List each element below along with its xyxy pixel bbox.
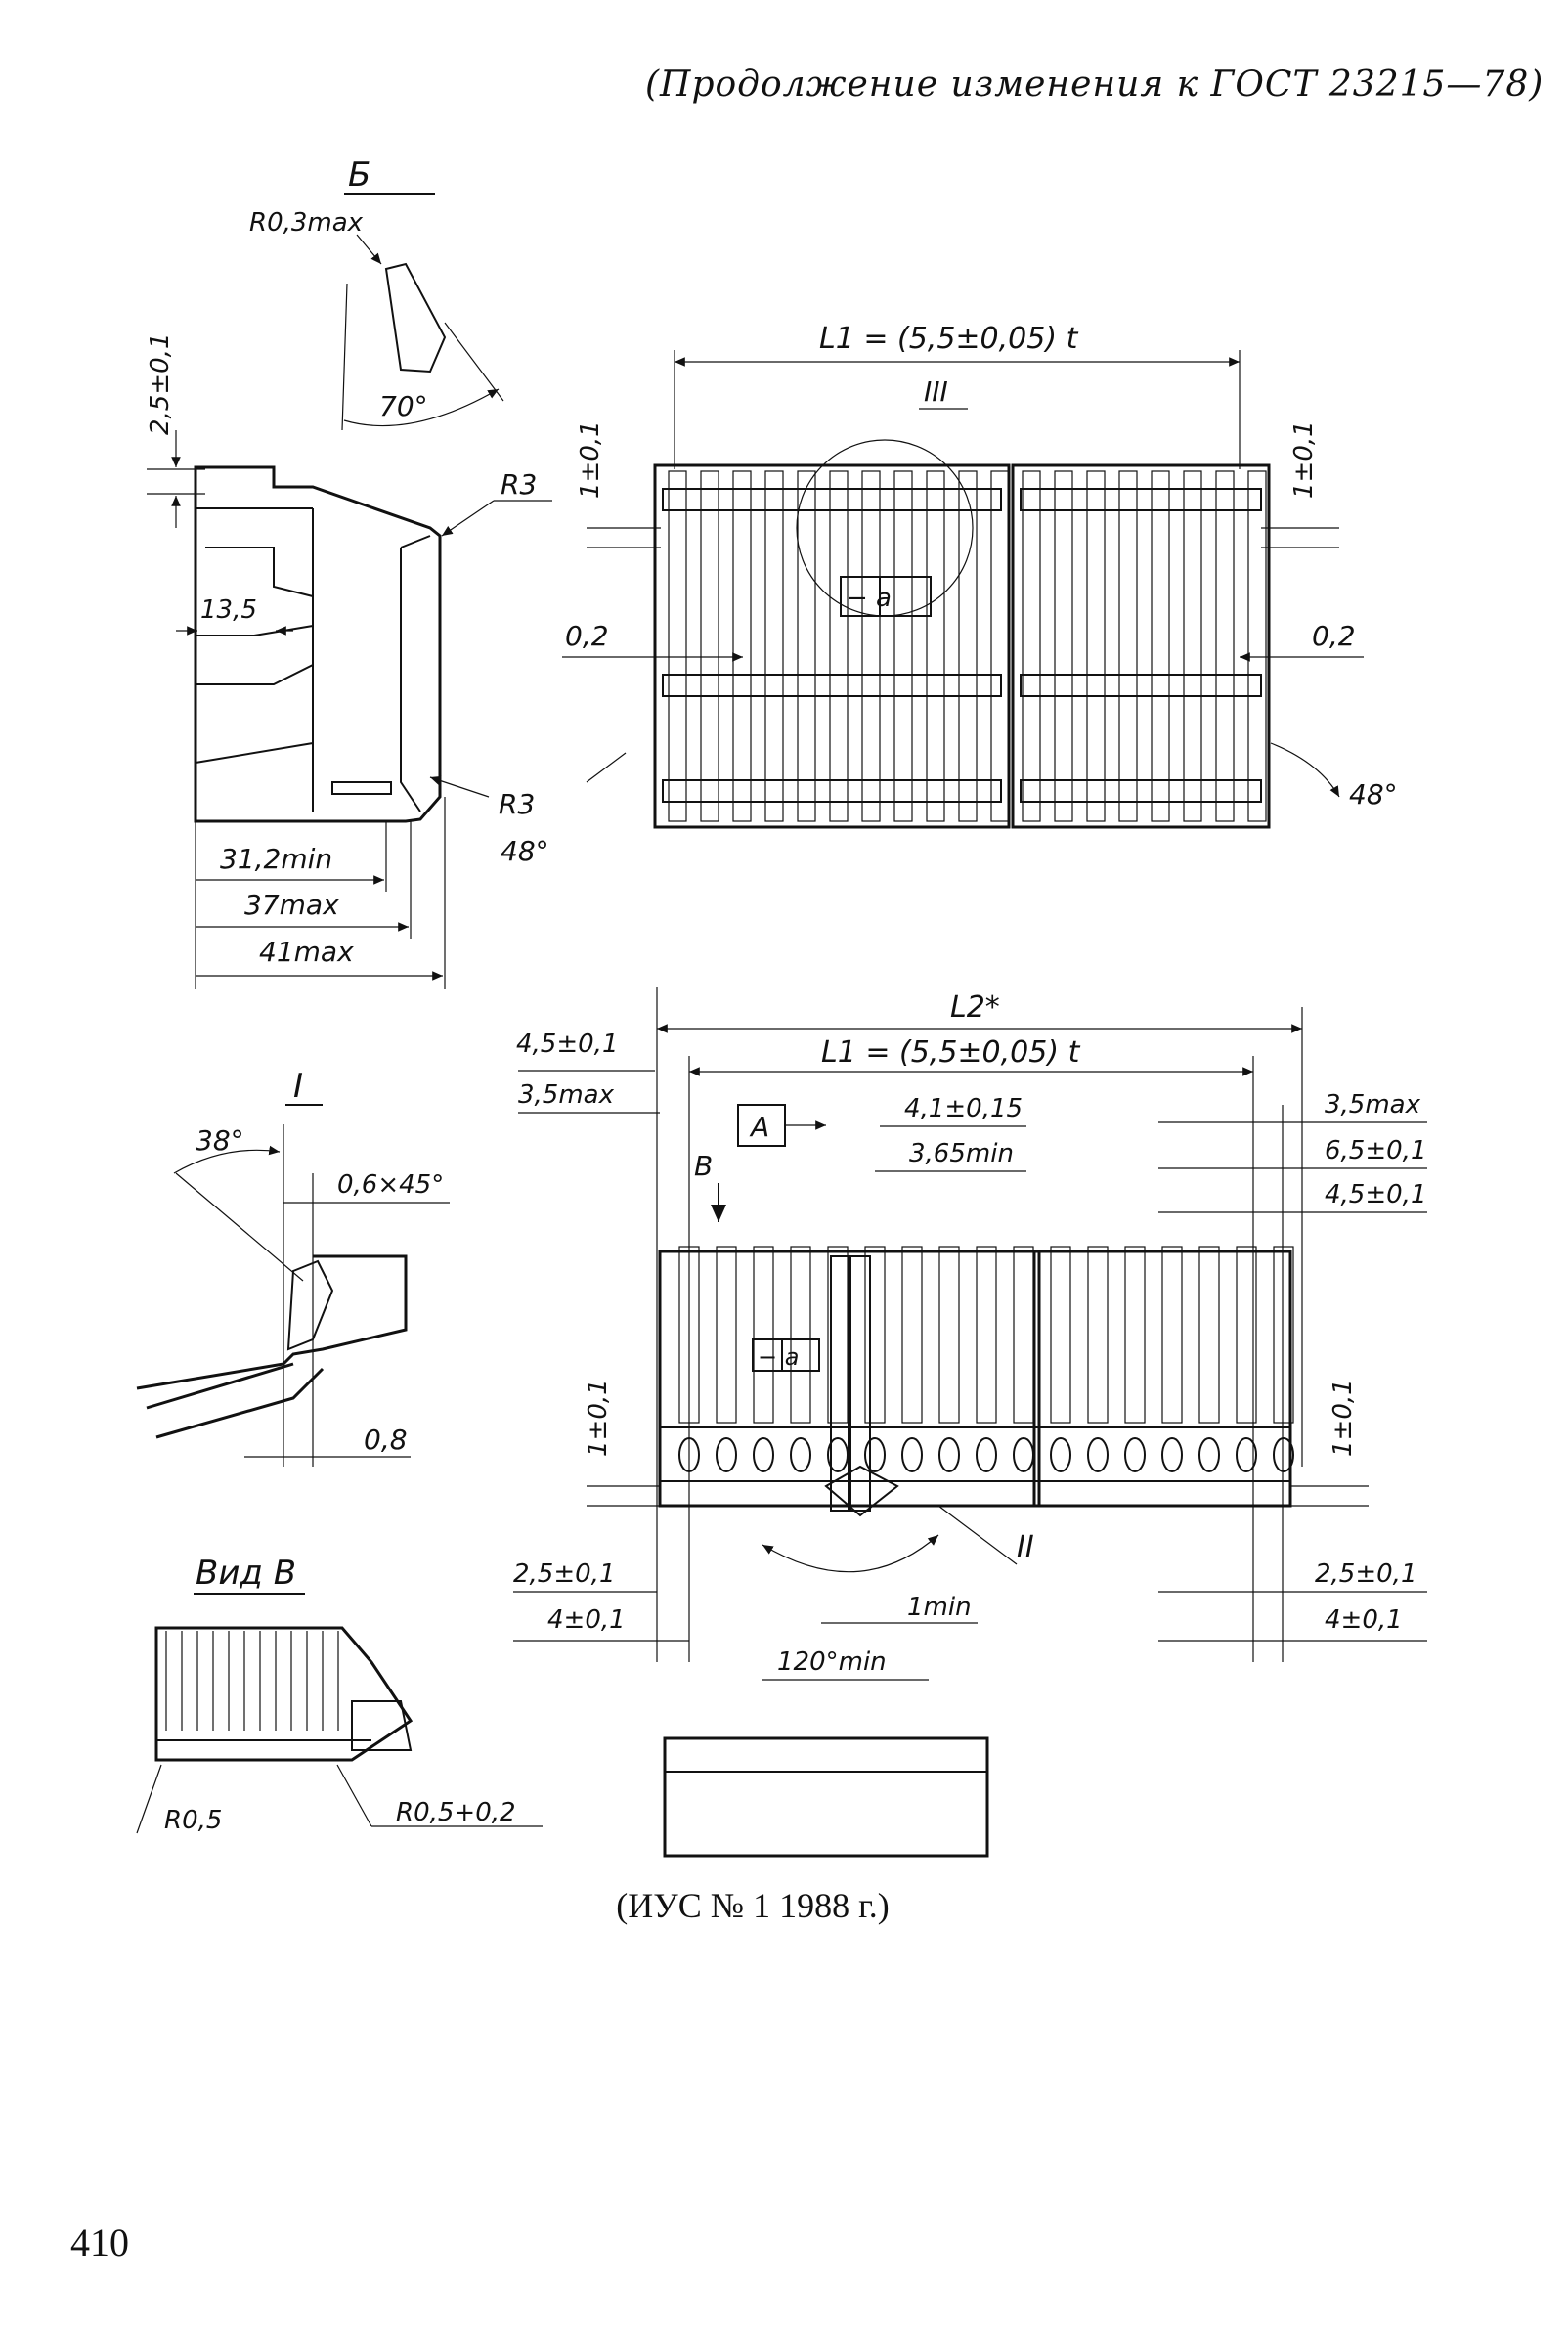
svg-text:L2*: L2* <box>950 990 1000 1025</box>
svg-text:R0,5: R0,5 <box>164 1806 222 1835</box>
top-view: L1 = (5,5±0,05) t III (function(){ var g… <box>562 322 1398 829</box>
svg-text:3,65min: 3,65min <box>909 1139 1014 1168</box>
page-number: 410 <box>70 2220 129 2264</box>
svg-text:L1 = (5,5±0,05) t: L1 = (5,5±0,05) t <box>819 322 1079 356</box>
contact-numbering: (function(){ var g = document.currentScr… <box>663 1736 989 1858</box>
svg-text:2,5±0,1: 2,5±0,1 <box>1315 1559 1416 1589</box>
svg-text:70°: 70° <box>379 390 428 422</box>
svg-text:1min: 1min <box>907 1593 972 1622</box>
svg-text:31,2min: 31,2min <box>220 843 332 875</box>
front-view: L2* 4,5±0,1 L1 = (5,5±0,05) t 3,5max A 4… <box>513 987 1427 1681</box>
section-bb-view: Б R0,3max 70° 2,5±0,1 R3 13,5 R3 48° <box>146 155 552 989</box>
svg-text:3,5max: 3,5max <box>1325 1090 1421 1119</box>
svg-text:R0,5+0,2: R0,5+0,2 <box>396 1798 516 1827</box>
svg-text:− a: − a <box>758 1343 799 1371</box>
svg-text:A: A <box>749 1111 769 1143</box>
page-header: (Продолжение изменения к ГОСТ 23215—78) <box>645 65 1545 105</box>
svg-text:II: II <box>1017 1530 1034 1564</box>
svg-text:48°: 48° <box>501 835 549 867</box>
svg-text:1±0,1: 1±0,1 <box>584 1379 613 1457</box>
svg-text:2,5±0,1: 2,5±0,1 <box>146 333 175 435</box>
top-view-ribs: (function(){ var g = document.currentScr… <box>668 470 1267 822</box>
svg-text:В: В <box>694 1150 713 1182</box>
svg-text:41max: 41max <box>259 936 354 968</box>
svg-text:Вид В: Вид В <box>196 1554 296 1593</box>
svg-text:R3: R3 <box>499 788 535 820</box>
svg-text:L1 = (5,5±0,05) t: L1 = (5,5±0,05) t <box>821 1035 1081 1070</box>
svg-text:4,5±0,1: 4,5±0,1 <box>1325 1180 1426 1209</box>
svg-text:4,5±0,1: 4,5±0,1 <box>516 1030 618 1059</box>
view-v-ribs: (function(){ var g = document.currentScr… <box>165 1631 339 1731</box>
svg-text:1±0,1: 1±0,1 <box>576 420 605 499</box>
svg-text:4±0,1: 4±0,1 <box>547 1605 626 1635</box>
svg-text:2,5±0,1: 2,5±0,1 <box>513 1559 615 1589</box>
svg-text:I: I <box>293 1067 303 1106</box>
svg-text:13,5: 13,5 <box>200 595 257 625</box>
front-view-teeth: (function(){ var g = document.currentScr… <box>678 1246 1294 1472</box>
svg-text:0,2: 0,2 <box>1312 620 1356 652</box>
svg-text:120°min: 120°min <box>777 1647 887 1677</box>
revision-caption: (ИУС № 1 1988 г.) <box>616 1886 890 1925</box>
svg-text:0,6×45°: 0,6×45° <box>337 1170 444 1200</box>
svg-text:6,5±0,1: 6,5±0,1 <box>1325 1136 1426 1165</box>
detail-i-view: I 38° 0,6×45° 0,8 <box>136 1067 450 1467</box>
section-bb-title: Б <box>348 155 370 195</box>
svg-text:4,1±0,15: 4,1±0,15 <box>904 1094 1023 1123</box>
svg-text:0,8: 0,8 <box>364 1424 408 1456</box>
svg-text:III: III <box>924 375 948 408</box>
svg-text:− a: − a <box>847 584 892 613</box>
svg-text:0,2: 0,2 <box>565 620 609 652</box>
svg-text:R3: R3 <box>501 468 537 501</box>
svg-text:4±0,1: 4±0,1 <box>1325 1605 1403 1635</box>
view-v: Вид В (function(){ var g = document.curr… <box>136 1554 543 1835</box>
svg-text:48°: 48° <box>1349 778 1398 811</box>
svg-text:37max: 37max <box>244 889 339 921</box>
svg-text:1±0,1: 1±0,1 <box>1289 420 1319 499</box>
svg-text:3,5max: 3,5max <box>518 1080 615 1110</box>
svg-text:R0,3max: R0,3max <box>249 208 364 238</box>
svg-text:1±0,1: 1±0,1 <box>1328 1379 1358 1457</box>
